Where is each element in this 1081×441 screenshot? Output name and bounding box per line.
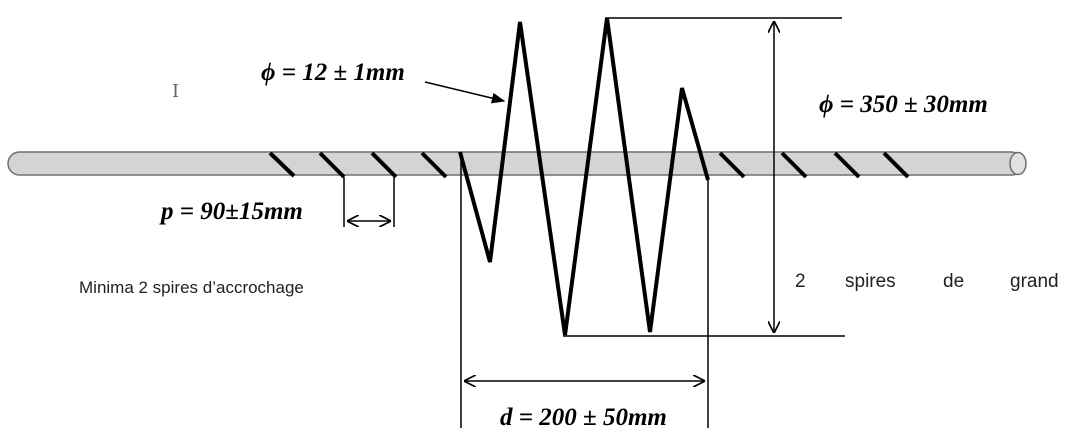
wire-diameter-label: ϕ = 12 ± 1mm xyxy=(261,59,405,86)
wire-diameter-leader xyxy=(424,81,506,104)
anchor-turns-left xyxy=(268,151,448,179)
text-cursor-icon: I xyxy=(172,81,179,102)
anchor-turn xyxy=(318,151,346,179)
anchor-turn xyxy=(370,151,398,179)
anchor-turn xyxy=(833,151,861,179)
coil-diameter-label: ϕ = 350 ± 30mm xyxy=(819,91,988,118)
anchor-turn xyxy=(420,151,448,179)
large-spring-turns xyxy=(458,17,710,336)
anchor-turns-right xyxy=(718,151,910,179)
big-turns-word-3: de xyxy=(943,271,964,292)
rod xyxy=(7,151,1027,176)
length-label: d = 200 ± 50mm xyxy=(500,404,667,431)
anchor-turn xyxy=(268,151,296,178)
big-turns-word-1: 2 xyxy=(795,271,806,292)
anchor-turn xyxy=(780,151,808,179)
pitch-label: p = 90±15mm xyxy=(159,198,303,225)
coil-diameter-dimension xyxy=(563,17,845,337)
min-turns-label: Minima 2 spires d’accrochage xyxy=(79,278,304,297)
rod-body xyxy=(7,151,1024,176)
pitch-dimension xyxy=(343,177,395,227)
big-turns-word-2: spires xyxy=(845,271,896,292)
big-turns-word-4: grand xyxy=(1010,271,1059,292)
rod-end-cap xyxy=(1009,151,1027,176)
anchor-turn xyxy=(718,151,746,179)
length-dimension xyxy=(460,158,709,428)
anchor-turn xyxy=(882,151,910,179)
